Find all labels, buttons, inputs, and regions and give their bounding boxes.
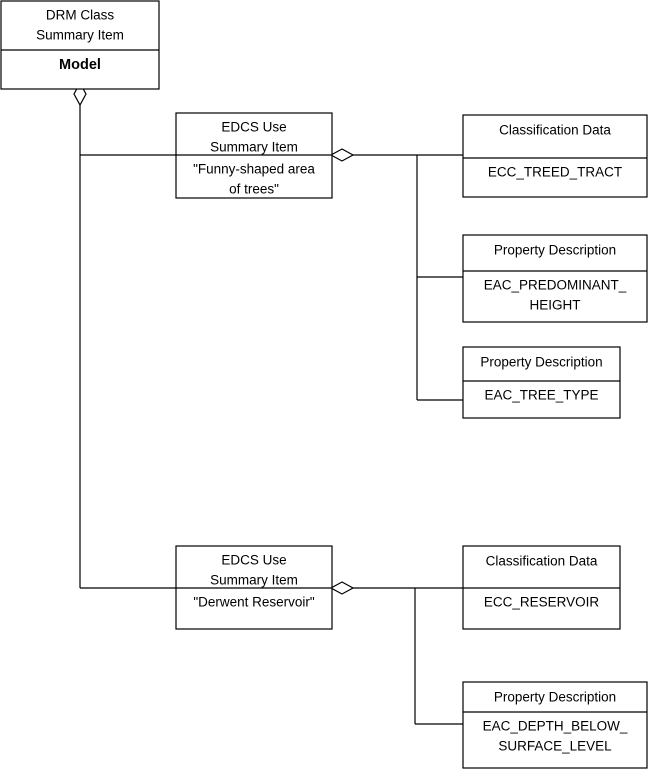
- edcs-use-summary-item-derwent-box-header-line: EDCS Use: [221, 553, 286, 568]
- property-description-depth-below-surface-box-frame: [462, 681, 648, 769]
- property-description-depth-below-surface-box-header-line: Property Description: [494, 690, 616, 705]
- edcs-use-summary-item-trees-box-header-line: Summary Item: [210, 140, 298, 155]
- edcs-use-summary-item-derwent-box-body-line: "Derwent Reservoir": [193, 595, 315, 610]
- property-description-tree-type-box-header-line: Property Description: [480, 355, 602, 370]
- classification-data-reservoir-box-body-line: ECC_RESERVOIR: [484, 595, 600, 610]
- connector-lines-group: [79, 100, 463, 725]
- aggregation-diamond-trees: [329, 148, 355, 162]
- classification-data-treed-tract-box-frame: [462, 114, 648, 198]
- drm-class-summary-item-box-header-line: Summary Item: [36, 28, 124, 43]
- classification-data-reservoir-box-header-line: Classification Data: [486, 554, 598, 569]
- property-description-tree-type-box-body-line: EAC_TREE_TYPE: [484, 388, 598, 403]
- edcs-use-summary-item-trees-box-body-line: "Funny-shaped area: [193, 162, 315, 177]
- classification-data-treed-tract-box-header-line: Classification Data: [499, 123, 611, 138]
- property-description-depth-below-surface-box-body-line: EAC_DEPTH_BELOW_: [483, 719, 628, 734]
- property-description-predominant-height-box-header-line: Property Description: [494, 243, 616, 258]
- drm-class-summary-item-box-header-line: DRM Class: [46, 8, 115, 23]
- aggregation-diamond-derwent: [329, 581, 355, 595]
- edcs-use-summary-item-trees-box-body-line: of trees": [229, 182, 279, 197]
- property-description-tree-type-box-frame: [462, 346, 621, 419]
- property-description-depth-below-surface-box-body-line: SURFACE_LEVEL: [498, 739, 612, 754]
- classification-data-treed-tract-box-body-line: ECC_TREED_TRACT: [488, 165, 622, 180]
- edcs-use-summary-item-trees-box-header-line: EDCS Use: [221, 120, 286, 135]
- property-description-predominant-height-box-body-line: HEIGHT: [529, 298, 580, 313]
- edcs-use-summary-item-derwent-box-header-line: Summary Item: [210, 573, 298, 588]
- property-description-predominant-height-box-frame: [462, 234, 648, 323]
- property-description-predominant-height-box-body-line: EAC_PREDOMINANT_: [484, 278, 627, 293]
- drm-class-summary-item-box-frame: [0, 0, 160, 90]
- drm-class-summary-item-box-body-line: Model: [59, 57, 101, 73]
